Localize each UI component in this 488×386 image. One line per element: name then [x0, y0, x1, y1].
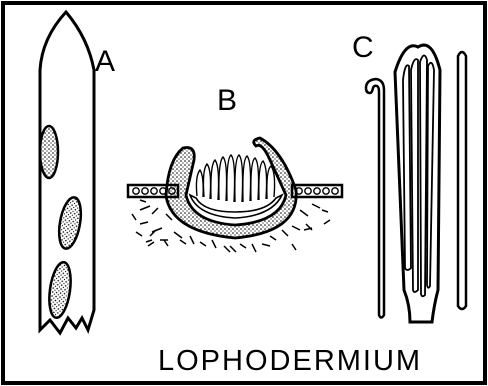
paraphysis-right	[458, 52, 466, 309]
figure-title: LOPHODERMIUM	[158, 345, 422, 377]
ascocarp-upper	[40, 126, 58, 178]
leaf-epidermis-right	[292, 185, 342, 197]
label-c: C	[352, 31, 375, 64]
figure-a-leaf	[40, 12, 94, 333]
label-a: A	[95, 45, 116, 78]
ascospores	[403, 55, 434, 296]
label-b: B	[217, 84, 238, 117]
